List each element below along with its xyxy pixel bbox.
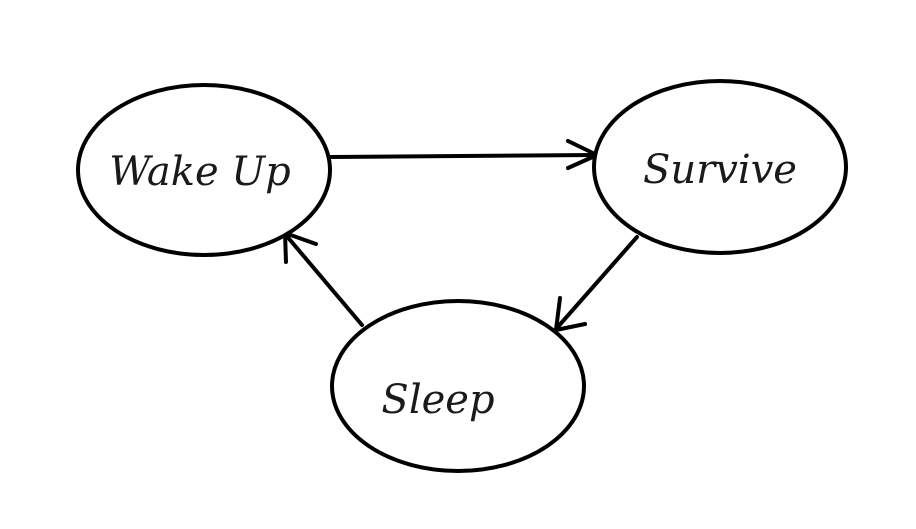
edge-survive-to-sleep bbox=[554, 235, 639, 332]
node-ellipse bbox=[76, 83, 332, 257]
edge-line bbox=[328, 153, 598, 159]
edge-line bbox=[554, 235, 639, 331]
node-label: Sleep bbox=[381, 377, 494, 423]
node-sleep: Sleep bbox=[330, 299, 586, 473]
node-ellipse bbox=[330, 299, 586, 473]
edge-line bbox=[283, 232, 364, 327]
node-label: Survive bbox=[643, 147, 797, 193]
node-ellipse bbox=[592, 79, 848, 255]
node-wake-up: Wake Up bbox=[76, 83, 332, 257]
node-label: Wake Up bbox=[109, 149, 290, 195]
edge-wake-up-to-survive bbox=[328, 139, 599, 170]
node-survive: Survive bbox=[592, 79, 848, 255]
edge-sleep-to-wake-up bbox=[283, 231, 364, 327]
